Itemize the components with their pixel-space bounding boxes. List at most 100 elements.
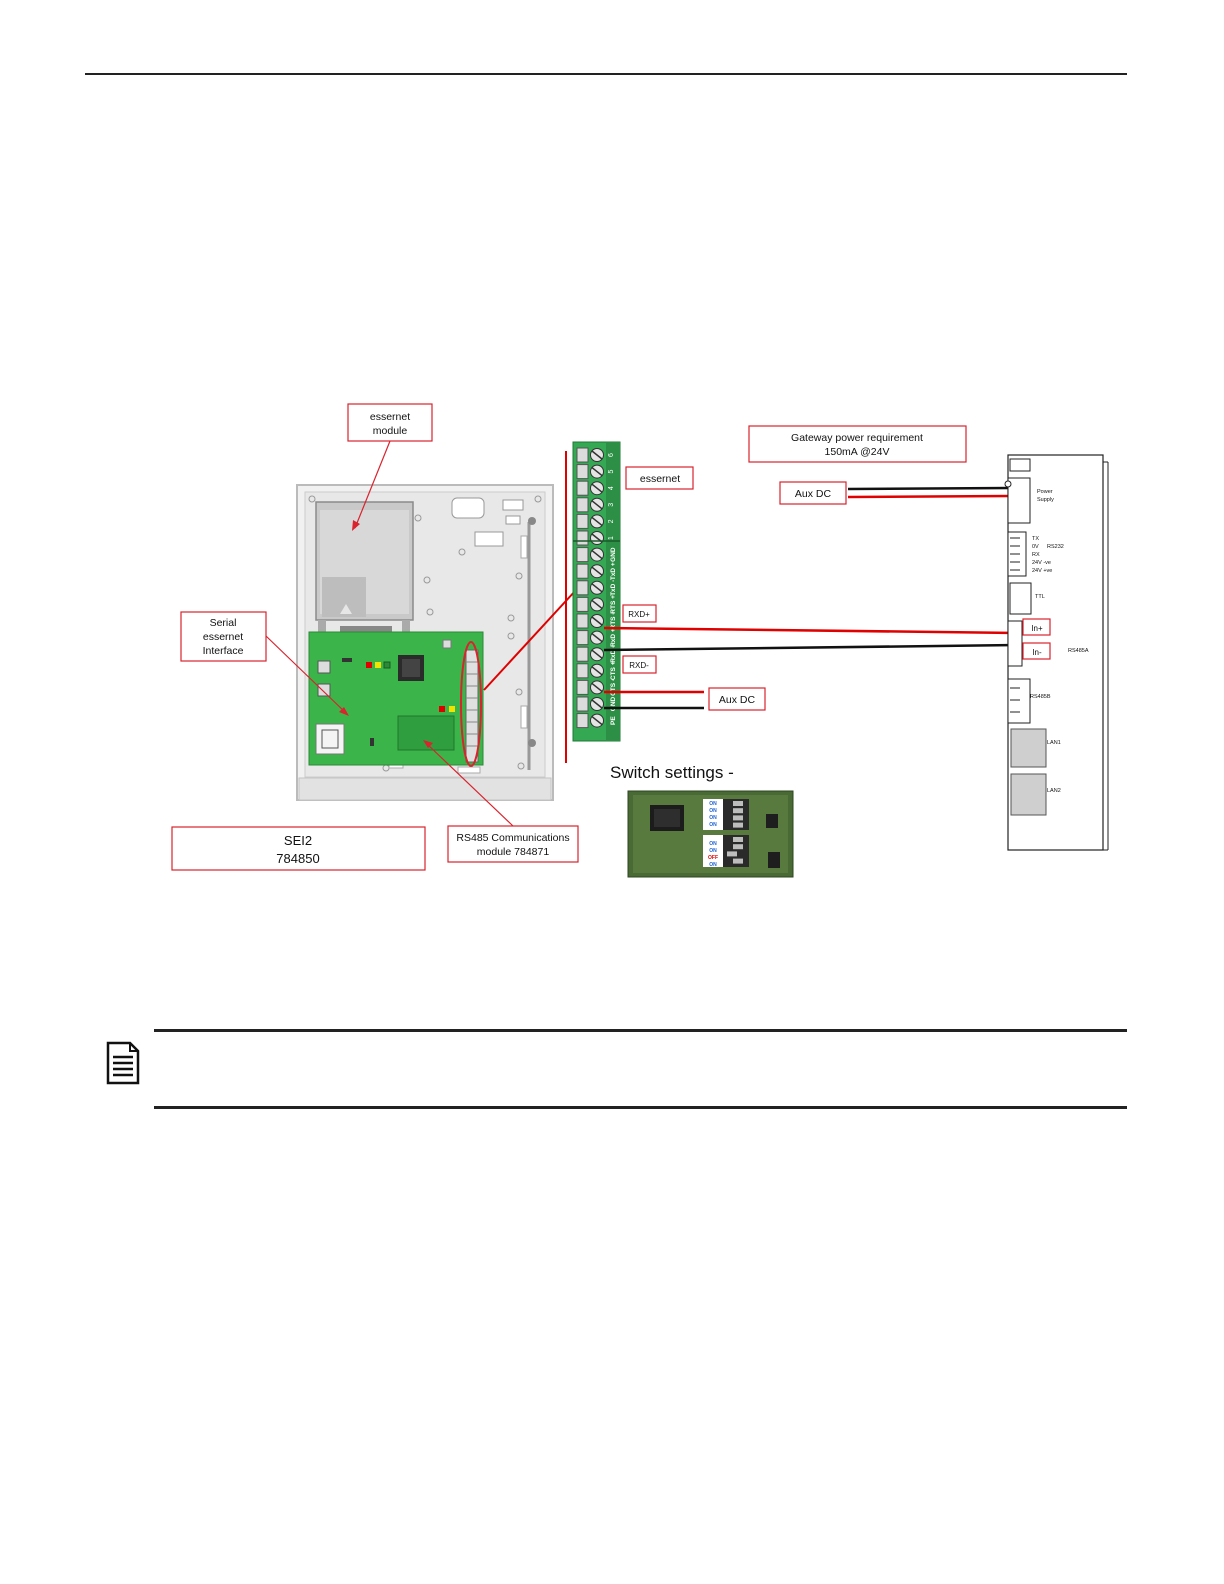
- bank1-switch3: ON: [709, 815, 717, 821]
- rs232-pin-rx: RX: [1032, 552, 1040, 558]
- essernet-terminal-label: essernet: [640, 473, 680, 485]
- callout-rxd-minus: RXD-: [622, 655, 657, 674]
- callout-aux-dc-bottom: Aux DC: [708, 687, 766, 711]
- rs485b-label: RS485B: [1030, 694, 1051, 700]
- dip-switch-knob: [733, 858, 743, 864]
- rs232-pin-24v-neg: 24V -ve: [1032, 560, 1051, 566]
- essernet-module-card: [315, 501, 414, 640]
- gateway-unit: Power Supply TX 0V RX 24V -ve 24V +ve RS…: [1004, 454, 1109, 851]
- terminal-number: 2: [608, 519, 615, 523]
- bank2-switch3: OFF: [708, 855, 718, 861]
- bank1-switch1: ON: [709, 801, 717, 807]
- dip-switch-knob: [733, 837, 743, 842]
- in-minus-label: In-: [1032, 648, 1042, 657]
- note-bottom-rule: [154, 1106, 1127, 1109]
- terminal-signal-label: GND: [610, 547, 617, 562]
- callout-gateway-power: Gateway power requirement 150mA @24V: [748, 425, 967, 463]
- callout-rxd-plus: RXD+: [622, 604, 657, 623]
- bank2-switch1: ON: [709, 841, 717, 847]
- terminal-signal-label: TxD +: [610, 562, 617, 580]
- terminal-signal-label: PE: [610, 716, 617, 725]
- terminal-signal-label: CTS +: [610, 661, 617, 680]
- terminal-slot: [576, 630, 589, 646]
- rs232-pin-0v: 0V: [1032, 544, 1039, 550]
- switch-settings-title: Switch settings -: [610, 763, 734, 782]
- note-icon: [106, 1041, 140, 1085]
- gateway-power-line2: 150mA @24V: [825, 446, 890, 458]
- terminal-signal-label: GND: [610, 696, 617, 711]
- callout-sei2: SEI2 784850: [171, 826, 426, 871]
- terminal-slot: [576, 679, 589, 695]
- terminal-slot: [576, 646, 589, 662]
- serial-interface-line2: essernet: [203, 631, 243, 643]
- aux-dc-bottom-label: Aux DC: [719, 694, 756, 706]
- bank2-switch4: ON: [709, 862, 717, 868]
- rs485-module-line2: module 784871: [477, 846, 550, 858]
- dip-switch-knob: [733, 801, 743, 806]
- terminal-slot: [576, 696, 589, 712]
- terminal-number: 6: [608, 453, 615, 457]
- terminal-slot: [576, 464, 589, 480]
- terminal-slot: [576, 596, 589, 612]
- power-supply-line1: Power: [1037, 489, 1053, 495]
- ttl-label: TTL: [1035, 594, 1045, 600]
- callout-serial-interface: Serial essernet Interface: [180, 611, 349, 716]
- terminal-signal-label: RTS -: [610, 613, 617, 630]
- dip-switch-knob: [733, 815, 743, 821]
- terminal-signal-label: RxD -: [610, 646, 617, 663]
- rxd-plus-wire: [603, 626, 1021, 635]
- terminal-slot: [576, 513, 589, 529]
- sei2-name: SEI2: [284, 833, 312, 848]
- lan2-label: LAN2: [1047, 788, 1061, 794]
- lan1-label: LAN1: [1047, 740, 1061, 746]
- rxd-plus-label: RXD+: [628, 610, 650, 619]
- terminal-slot: [576, 547, 589, 563]
- header-rule: [85, 73, 1127, 75]
- callout-essernet-module: essernet module: [347, 403, 433, 531]
- terminal-number: 4: [608, 486, 615, 490]
- serial-interface-line3: Interface: [203, 645, 244, 657]
- terminal-slot: [576, 563, 589, 579]
- terminal-slot: [576, 713, 589, 729]
- rs485a-label: RS485A: [1068, 648, 1089, 654]
- dip-switch-knob: [727, 851, 737, 857]
- aux-dc-top-label: Aux DC: [795, 488, 832, 500]
- callout-rs485-module: RS485 Communications module 784871: [423, 740, 579, 863]
- terminal-number: 3: [608, 503, 615, 507]
- bank1-switch2: ON: [709, 808, 717, 814]
- terminal-signal-label: TxD -: [610, 580, 617, 596]
- essernet-module-line2: module: [373, 425, 408, 437]
- power-supply-line2: Supply: [1037, 497, 1054, 503]
- terminal-signal-label: RTS +: [610, 595, 617, 614]
- in-plus-label: In+: [1031, 624, 1043, 633]
- dip-switch-knob: [733, 822, 743, 828]
- serial-interface-line1: Serial: [210, 617, 237, 629]
- sei2-part-number: 784850: [276, 851, 319, 866]
- terminal-slot: [576, 663, 589, 679]
- terminal-slot: [576, 480, 589, 496]
- gateway-power-line1: Gateway power requirement: [791, 432, 923, 444]
- terminal-slot: [576, 613, 589, 629]
- module-to-terminal-line: [483, 589, 577, 691]
- rs232-label: RS232: [1047, 544, 1064, 550]
- dip-switch-knob: [733, 844, 743, 850]
- terminal-number: 5: [608, 470, 615, 474]
- rs232-pin-tx: TX: [1032, 536, 1039, 542]
- serial-interface-pcb: [308, 631, 484, 767]
- rxd-minus-label: RXD-: [629, 661, 649, 670]
- terminal-slot: [576, 580, 589, 596]
- callout-aux-dc-top: Aux DC: [779, 481, 847, 505]
- essernet-module-line1: essernet: [370, 411, 410, 423]
- callout-essernet-terminal: essernet: [625, 466, 694, 490]
- terminal-number: 1: [608, 536, 615, 540]
- terminal-signal-label: CTS -: [610, 679, 617, 696]
- terminal-slot: [576, 530, 589, 546]
- terminal-slot: [576, 497, 589, 513]
- terminal-signal-label: RxD +: [610, 628, 617, 647]
- note-top-rule: [154, 1029, 1127, 1032]
- bank2-switch2: ON: [709, 848, 717, 854]
- terminal-slot: [576, 447, 589, 463]
- rxd-minus-wire: [603, 643, 1021, 652]
